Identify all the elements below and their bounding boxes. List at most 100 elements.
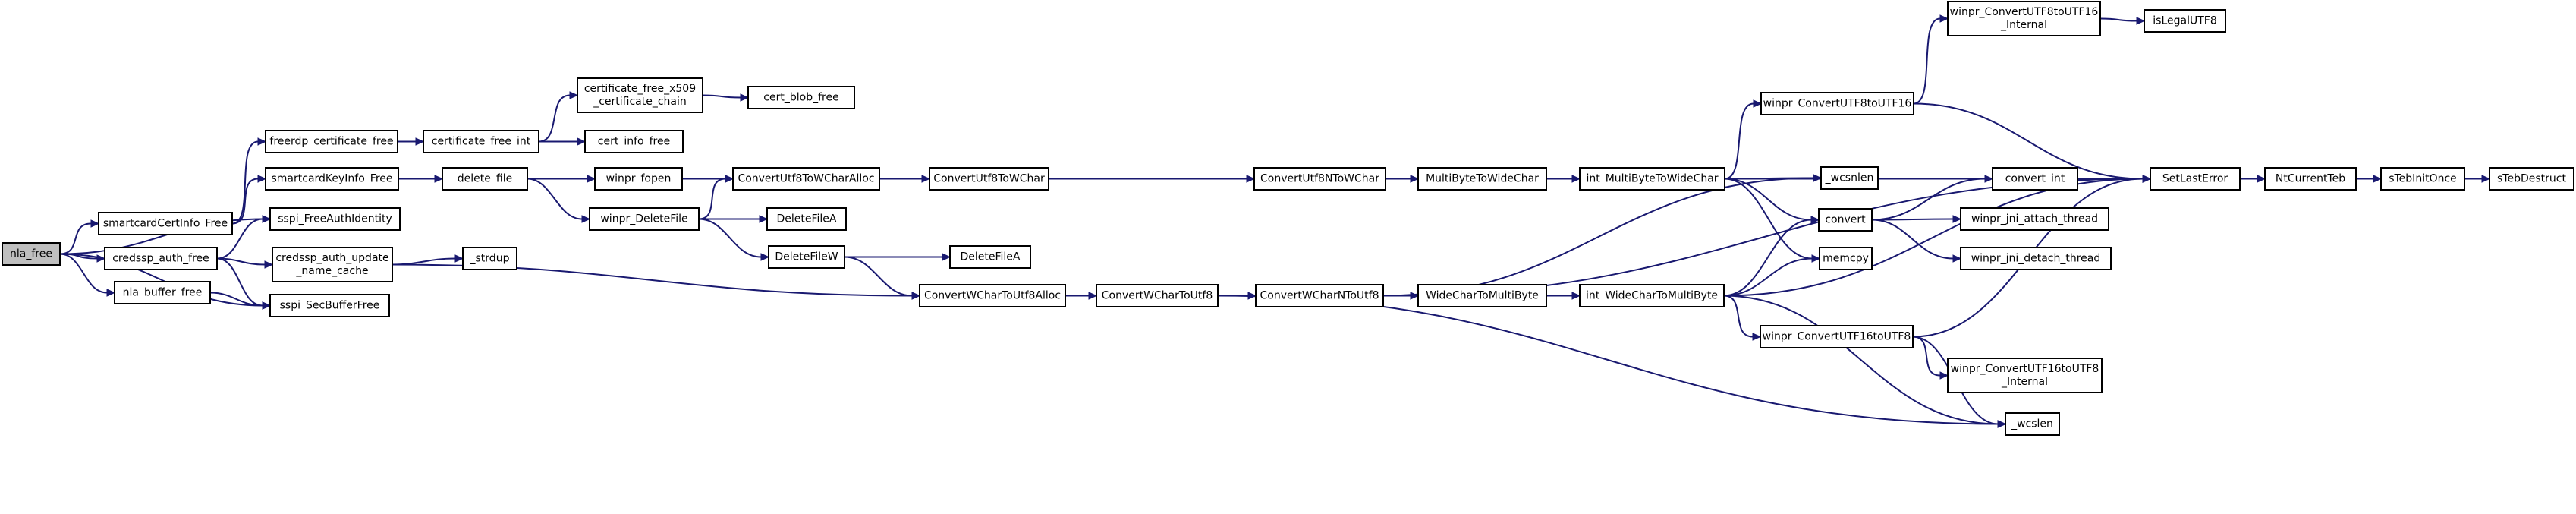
edge-certificate_free_x509_certificate_chain-to-cert_blob_free — [702, 93, 750, 102]
node-box — [1255, 284, 1384, 307]
edge-nla_free-to-nla_buffer_free — [59, 253, 116, 297]
node-memcpy[interactable]: memcpy — [1819, 247, 1873, 270]
node-convertwchartoutf8alloc[interactable]: ConvertWCharToUtf8Alloc — [919, 284, 1066, 307]
node-islegalutf8[interactable]: isLegalUTF8 — [2144, 9, 2226, 33]
edge-winpr_deletefile-to-deletefilea_1 — [699, 215, 769, 223]
node--wcsnlen[interactable]: _wcsnlen — [1820, 166, 1879, 190]
node-box — [594, 167, 683, 191]
node-nla-free[interactable]: nla_free — [2, 242, 61, 266]
node-setlasterror[interactable]: SetLastError — [2150, 167, 2241, 191]
node-ntcurrentteb[interactable]: NtCurrentTeb — [2264, 167, 2357, 191]
node--wcslen[interactable]: _wcslen — [2005, 412, 2060, 436]
node-box — [589, 207, 700, 231]
node-label: _name_cache — [295, 265, 368, 277]
node-int-multibytetowidechar[interactable]: int_MultiByteToWideChar — [1579, 167, 1725, 191]
node-label: memcpy — [1823, 253, 1869, 265]
node-box — [2, 242, 61, 266]
node-convertutf8towcharalloc[interactable]: ConvertUtf8ToWCharAlloc — [732, 167, 880, 191]
node-deletefilew[interactable]: DeleteFileW — [768, 245, 845, 269]
node-box — [584, 130, 684, 153]
node-winpr-jni-attach-thread[interactable]: winpr_jni_attach_thread — [1960, 207, 2109, 231]
node-winpr-convertutf8toutf16-internal[interactable]: winpr_ConvertUTF8toUTF16_Internal — [1947, 1, 2101, 36]
arrowhead — [1088, 292, 1098, 300]
arrowhead — [2136, 17, 2146, 25]
arrowhead — [1997, 420, 2007, 428]
edge-widechartomultibyte-to-int_widechartomultibyte — [1546, 292, 1581, 300]
arrowhead — [257, 175, 267, 183]
node-certificate-free-x509-certificate-chain[interactable]: certificate_free_x509_certificate_chain — [577, 77, 703, 113]
node-convertutf8towchar[interactable]: ConvertUtf8ToWChar — [929, 167, 1049, 191]
node-sspi-secbufferfree[interactable]: sspi_SecBufferFree — [269, 294, 390, 317]
node-box — [1253, 167, 1386, 191]
node-deletefilea-2[interactable]: DeleteFileA — [949, 245, 1031, 269]
node-winpr-deletefile[interactable]: winpr_DeleteFile — [589, 207, 700, 231]
node-box — [2150, 167, 2241, 191]
node-delete-file[interactable]: delete_file — [442, 167, 528, 191]
node-sspi-freeauthidentity[interactable]: sspi_FreeAuthIdentity — [269, 207, 401, 231]
node-convertutf8ntowchar[interactable]: ConvertUtf8NToWChar — [1253, 167, 1386, 191]
node-box — [265, 167, 399, 191]
node-label: sTebDestruct — [2497, 173, 2566, 185]
node-label: ConvertWCharNToUtf8 — [1260, 290, 1379, 302]
arrowhead — [569, 91, 579, 99]
node-label: DeleteFileA — [776, 213, 836, 225]
node-box — [577, 77, 703, 113]
node-cert-blob-free[interactable]: cert_blob_free — [747, 86, 855, 109]
node-nla-buffer-free[interactable]: nla_buffer_free — [114, 281, 211, 304]
node-winpr-convertutf8toutf16[interactable]: winpr_ConvertUTF8toUTF16 — [1760, 92, 1914, 115]
node-int-widechartomultibyte[interactable]: int_WideCharToMultiByte — [1579, 284, 1725, 307]
node-credssp-auth-update-name-cache[interactable]: credssp_auth_update_name_cache — [272, 247, 393, 282]
node-multibytetowidechar[interactable]: MultiByteToWideChar — [1417, 167, 1547, 191]
node-box — [1947, 358, 2103, 393]
node--strdup[interactable]: _strdup — [462, 247, 517, 270]
node-box — [1819, 247, 1873, 270]
arrowhead — [1752, 333, 1762, 341]
node-box — [732, 167, 880, 191]
node-winpr-fopen[interactable]: winpr_fopen — [594, 167, 683, 191]
node-box — [98, 212, 233, 235]
node-certificate-free-int[interactable]: certificate_free_int — [423, 130, 539, 153]
node-label: smartcardKeyInfo_Free — [271, 173, 392, 185]
node-credssp-auth-free[interactable]: credssp_auth_free — [104, 247, 218, 270]
node-winpr-convertutf16toutf8-internal[interactable]: winpr_ConvertUTF16toUTF8_Internal — [1947, 358, 2103, 393]
node-box — [949, 245, 1031, 269]
node-cert-info-free[interactable]: cert_info_free — [584, 130, 684, 153]
edge-multibytetowidechar-to-int_multibytetowidechar — [1546, 175, 1581, 183]
node-label: SetLastError — [2162, 173, 2228, 185]
node-box — [768, 245, 845, 269]
node-smartcardcertinfo-free[interactable]: smartcardCertInfo_Free — [98, 212, 233, 235]
node-box — [2489, 167, 2574, 191]
node-box — [1417, 284, 1547, 307]
node-convert-int[interactable]: convert_int — [1992, 167, 2078, 191]
node-label: _wcsnlen — [1825, 172, 1874, 184]
node-box — [1579, 284, 1725, 307]
arrowhead — [577, 137, 587, 146]
node-freerdp-certificate-free[interactable]: freerdp_certificate_free — [265, 130, 398, 153]
node-box — [269, 207, 401, 231]
node-box — [1992, 167, 2078, 191]
arrowhead — [1811, 254, 1821, 263]
node-label: cert_blob_free — [763, 92, 838, 104]
node-winpr-jni-detach-thread[interactable]: winpr_jni_detach_thread — [1960, 247, 2112, 270]
node-convert[interactable]: convert — [1818, 208, 1873, 232]
node-stebdestruct[interactable]: sTebDestruct — [2489, 167, 2574, 191]
arrowhead — [1952, 215, 1962, 223]
node-label: int_WideCharToMultiByte — [1586, 290, 1718, 302]
node-label: _Internal — [2001, 376, 2048, 388]
arrowhead — [1810, 216, 1820, 224]
arrowhead — [725, 175, 734, 183]
node-stebinitonce[interactable]: sTebInitOnce — [2380, 167, 2465, 191]
node-smartcardkeyinfo-free[interactable]: smartcardKeyInfo_Free — [265, 167, 399, 191]
arrowhead — [1952, 254, 1962, 263]
arrowhead — [1939, 371, 1949, 380]
node-label: certificate_free_int — [432, 136, 531, 148]
node-winpr-convertutf16toutf8[interactable]: winpr_ConvertUTF16toUTF8 — [1760, 325, 1914, 348]
node-convertwcharntoutf8[interactable]: ConvertWCharNToUtf8 — [1255, 284, 1384, 307]
node-convertwchartoutf8[interactable]: ConvertWCharToUtf8 — [1096, 284, 1219, 307]
edge-int_multibytetowidechar-to-convert — [1724, 178, 1820, 224]
node-widechartomultibyte[interactable]: WideCharToMultiByte — [1417, 284, 1547, 307]
node-deletefilea-1[interactable]: DeleteFileA — [766, 207, 847, 231]
arrowhead — [1571, 292, 1581, 300]
node-label: cert_info_free — [598, 136, 670, 148]
